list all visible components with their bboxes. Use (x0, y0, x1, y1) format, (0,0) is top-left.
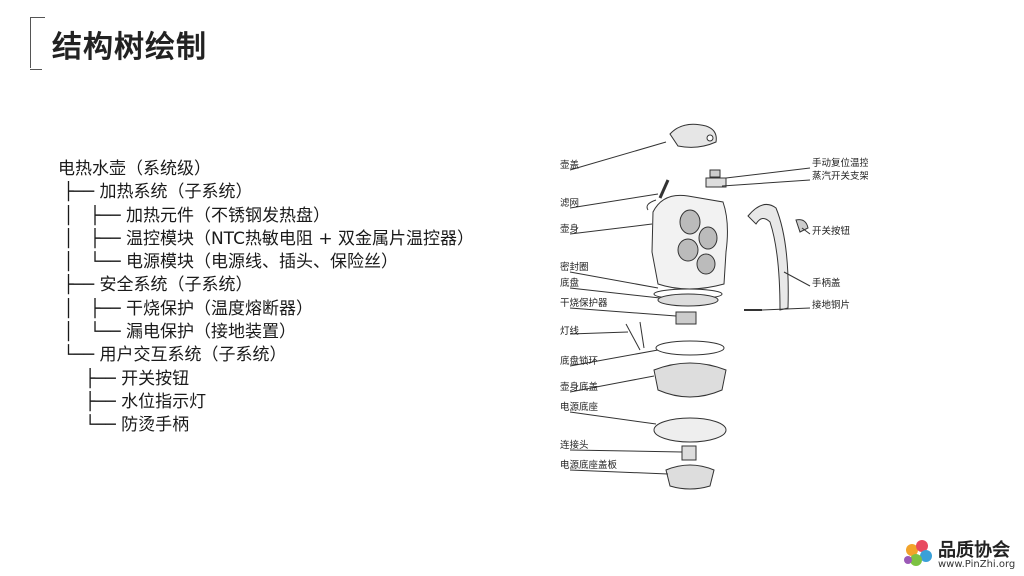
tree-node: │ └── 电源模块（电源线、插头、保险丝） (58, 252, 398, 273)
pinzhi-logo-icon (904, 540, 932, 566)
label-seal-ring: 密封圈 (560, 261, 589, 273)
title-bracket (29, 17, 45, 70)
label-switch-button: 开关按钮 (812, 225, 851, 237)
label-lock-ring: 底盘锁环 (560, 355, 598, 367)
label-lid: 壶盖 (560, 159, 580, 171)
label-power-base: 电源底座 (560, 401, 599, 413)
label-filter: 滤网 (560, 197, 579, 209)
label-steam-switch-bracket: 蒸汽开关支架 (812, 170, 868, 182)
label-base-cover-plate: 电源底座盖板 (560, 459, 618, 471)
tree-node: └── 用户交互系统（子系统） (58, 345, 287, 366)
label-lamp-wire: 灯线 (560, 325, 580, 337)
tree-node: ├── 加热系统（子系统） (58, 182, 253, 203)
tree-node: │ ├── 温控模块（NTC热敏电阻 + 双金属片温控器） (58, 228, 474, 249)
label-ground-copper: 接地铜片 (812, 299, 850, 311)
label-connector: 连接头 (560, 439, 589, 451)
kettle-exploded-diagram: 壶盖 滤网 壶身 密封圈 底盘 干烧保护器 灯线 底盘锁环 壶身底盖 电源底座 … (560, 123, 868, 490)
logo-name: 品质协会 (938, 540, 1010, 561)
label-base-plate: 底盘 (560, 277, 580, 289)
page-title: 结构树绘制 (52, 30, 207, 65)
tree-node: │ └── 漏电保护（接地装置） (58, 322, 296, 343)
label-handle-cover: 手柄盖 (812, 277, 841, 289)
tree-node: │ ├── 加热元件（不锈钢发热盘） (58, 205, 330, 226)
label-body-bottom-cover: 壶身底盖 (560, 381, 599, 393)
label-dry-burn-protector: 干烧保护器 (560, 297, 608, 309)
logo-url: www.PinZhi.org (938, 559, 1016, 570)
tree-node: ├── 安全系统（子系统） (58, 275, 253, 296)
tree-node: └── 防烫手柄 (58, 415, 190, 436)
label-body: 壶身 (560, 223, 579, 235)
tree-node: │ ├── 干烧保护（温度熔断器） (58, 298, 313, 319)
structure-tree: 电热水壶（系统级） ├── 加热系统（子系统） │ ├── 加热元件（不锈钢发热… (58, 158, 474, 438)
tree-node: 电热水壶（系统级） (58, 159, 211, 179)
tree-node: ├── 水位指示灯 (58, 391, 207, 412)
label-thermostat: 手动复位温控器 (812, 157, 868, 169)
tree-node: ├── 开关按钮 (58, 368, 190, 389)
